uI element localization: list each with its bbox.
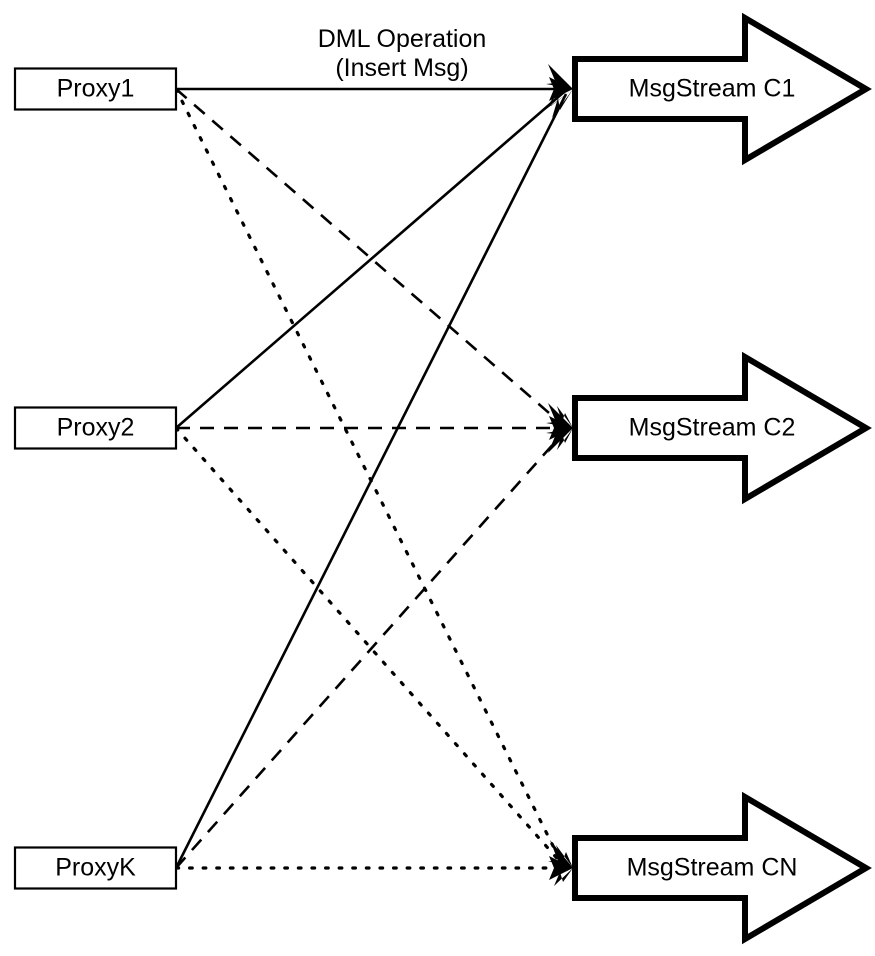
edge-proxyk-to-stream-c2: [175, 431, 565, 869]
proxy2-box[interactable]: [13, 406, 178, 450]
edge-annotation-dml-operation: DML Operation (Insert Msg): [318, 25, 487, 82]
edge-proxy2-to-stream-c1: [175, 91, 565, 429]
stream-node-cn[interactable]: MsgStream CN: [572, 791, 872, 945]
stream-cn-block-arrow[interactable]: [572, 791, 872, 945]
proxy1-label: Proxy1: [57, 75, 135, 103]
stream-node-c1[interactable]: MsgStream C1: [572, 12, 872, 166]
proxyk-box[interactable]: [13, 846, 178, 890]
dml-operation-line1: DML Operation: [318, 25, 487, 53]
arrowhead-stream-c1: [545, 64, 573, 118]
arrowhead-stream-cn: [548, 840, 573, 886]
stream-c1-block-arrow[interactable]: [572, 12, 872, 166]
proxy-node-proxy1[interactable]: Proxy1: [13, 67, 178, 111]
stream-c2-label: MsgStream C2: [629, 414, 796, 442]
proxy1-box[interactable]: [13, 67, 178, 111]
proxy2-label: Proxy2: [57, 414, 135, 442]
stream-c2-block-arrow[interactable]: [572, 351, 872, 505]
proxy-node-proxyk[interactable]: ProxyK: [13, 846, 178, 890]
arrowhead-layer: [545, 64, 573, 886]
stream-c1-label: MsgStream C1: [629, 75, 796, 103]
arrowhead-stream-c2: [546, 403, 573, 453]
edge-layer: [174, 87, 568, 870]
dml-operation-line2: (Insert Msg): [335, 54, 468, 82]
stream-node-c2[interactable]: MsgStream C2: [572, 351, 872, 505]
edge-proxy1-to-stream-cn: [174, 87, 564, 866]
edge-proxyk-to-stream-c1: [174, 93, 568, 869]
stream-cn-label: MsgStream CN: [627, 854, 798, 882]
edge-proxy2-to-stream-cn: [174, 426, 564, 866]
edge-proxy1-to-stream-c2: [175, 88, 565, 427]
proxy-node-proxy2[interactable]: Proxy2: [13, 406, 178, 450]
proxyk-label: ProxyK: [55, 854, 136, 882]
